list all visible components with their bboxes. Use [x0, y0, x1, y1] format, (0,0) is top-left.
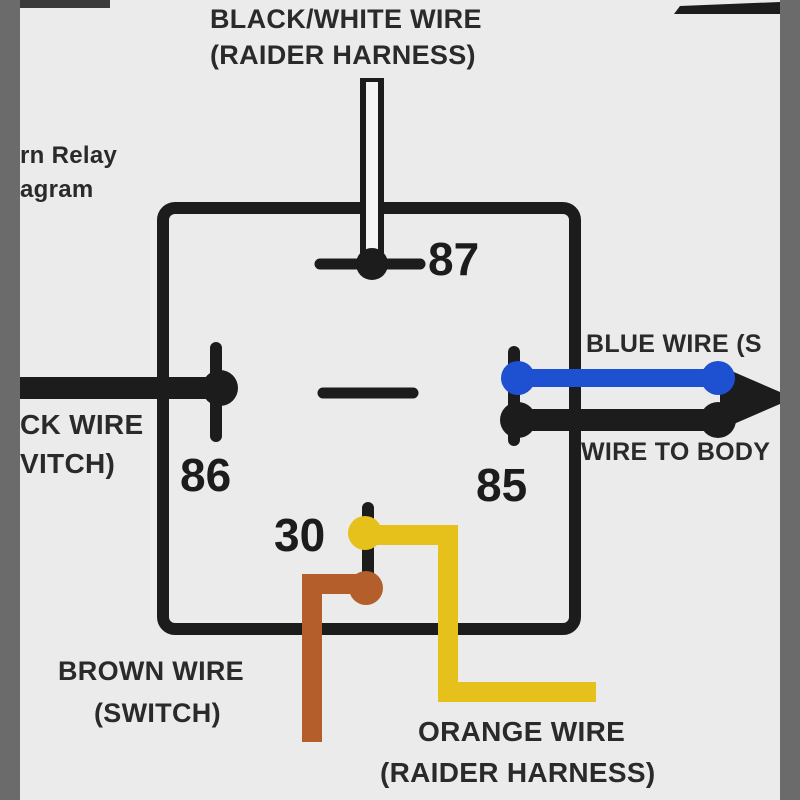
blue-wire-start-dot [501, 361, 535, 395]
top-wire-label-line2: (RAIDER HARNESS) [210, 40, 476, 70]
orange-wire-dot [348, 516, 382, 550]
relay-diagram [20, 0, 780, 742]
orange-wire-label-line1: ORANGE WIRE [418, 716, 626, 747]
pin-85-black-dot [500, 402, 536, 438]
pin-87-dot [356, 248, 388, 280]
orange-wire-label-line2: (RAIDER HARNESS) [380, 757, 656, 788]
brown-wire-label-line1: BROWN WIRE [58, 656, 244, 686]
blue-wire-end-dot [701, 361, 735, 395]
pin-86-dot [202, 370, 238, 406]
corner-sticker-fragment [20, 0, 110, 8]
left-wire-label-line1: CK WIRE [20, 409, 144, 440]
pin-86-label: 86 [180, 449, 232, 501]
orange-wire [365, 525, 596, 702]
logo-fragment [674, 2, 780, 14]
title-fragment-line2: agram [20, 176, 94, 203]
blue-wire-label: BLUE WIRE (S [586, 330, 762, 358]
pin-30-label: 30 [274, 509, 326, 561]
wire-arrow-right [720, 366, 780, 430]
pin-87-wire-core [366, 82, 378, 254]
brown-wire [302, 574, 366, 742]
title-fragment-line1: rn Relay [20, 142, 118, 169]
top-wire-label-line1: BLACK/WHITE WIRE [210, 4, 482, 34]
pin-85-label: 85 [476, 459, 528, 511]
brown-wire-label-line2: (SWITCH) [94, 698, 221, 728]
body-wire-label: WIRE TO BODY [581, 438, 771, 466]
wiring-diagram-page: BLACK/WHITE WIRE (RAIDER HARNESS) rn Rel… [20, 0, 780, 800]
brown-wire-dot [349, 571, 383, 605]
left-wire-label-line2: VITCH) [20, 448, 116, 479]
pin-87-label: 87 [428, 233, 480, 285]
